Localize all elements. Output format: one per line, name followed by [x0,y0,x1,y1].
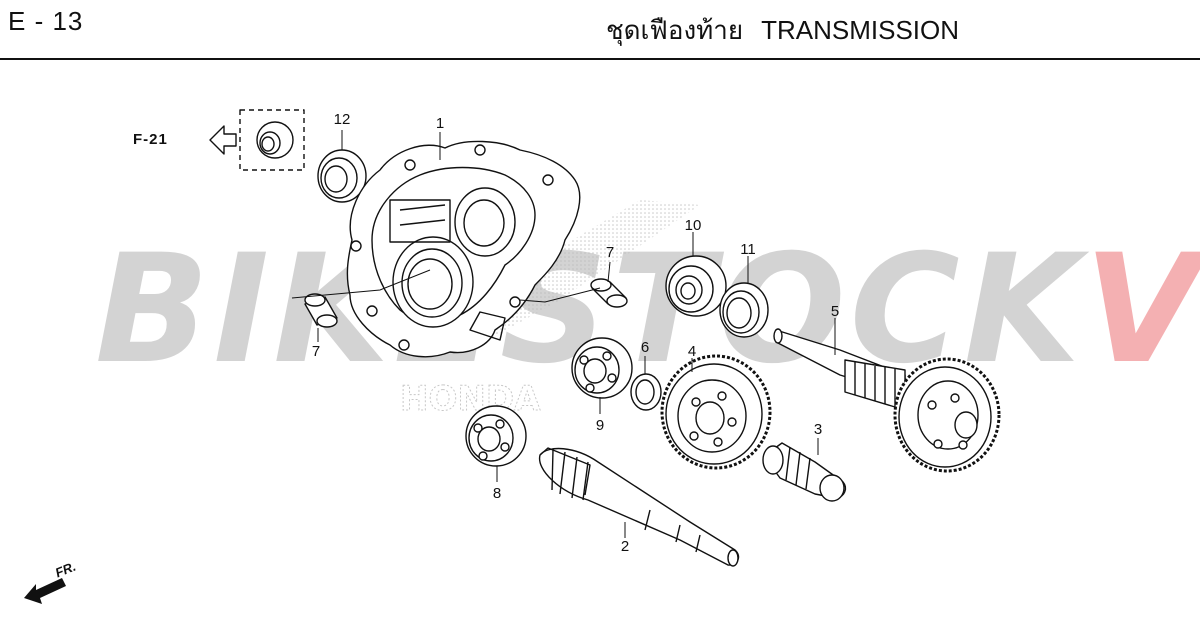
reference-arrow-icon [209,125,237,155]
callout-4: 4 [687,343,697,360]
page-header: E - 13 ชุดเฟืองท้าย TRANSMISSION [0,0,1200,60]
part-7-dowel-pin-a [304,293,338,328]
callout-7-right: 7 [605,244,615,261]
part-12-oil-seal [317,149,367,203]
callout-10: 10 [684,217,702,234]
callout-11: 11 [740,241,756,258]
callout-9: 9 [595,417,605,434]
callout-2: 2 [620,538,630,555]
callout-12: 12 [333,111,351,128]
part-4-gear [660,354,772,470]
page-title: ชุดเฟืองท้าย TRANSMISSION [606,10,959,51]
callout-3: 3 [813,421,823,438]
reference-seal-ring [256,121,294,159]
callout-8: 8 [492,485,502,502]
part-7-dowel-pin-b [590,278,628,308]
part-1-case-cover [346,140,581,358]
part-5-final-shaft [773,328,1001,473]
part-10-bearing [665,255,727,317]
callout-1: 1 [435,115,445,132]
reference-label: F-21 [133,131,168,148]
callout-6: 6 [640,339,650,356]
svg-text:HONDA: HONDA [400,379,541,419]
page-title-english: TRANSMISSION [761,15,960,45]
part-6-washer [630,373,662,411]
callout-7-left: 7 [311,343,321,360]
callout-5: 5 [830,303,840,320]
part-8-bearing [465,405,527,467]
leader-lines [291,130,836,538]
part-11-oil-seal [719,282,769,338]
part-2-main-shaft [538,447,740,567]
page-title-thai: ชุดเฟืองท้าย [606,15,744,45]
part-3-gear [762,442,847,502]
reference-part-box [239,109,305,171]
front-direction-arrow-icon [24,578,66,604]
page-code: E - 13 [8,6,84,36]
part-9-bearing [571,337,633,399]
